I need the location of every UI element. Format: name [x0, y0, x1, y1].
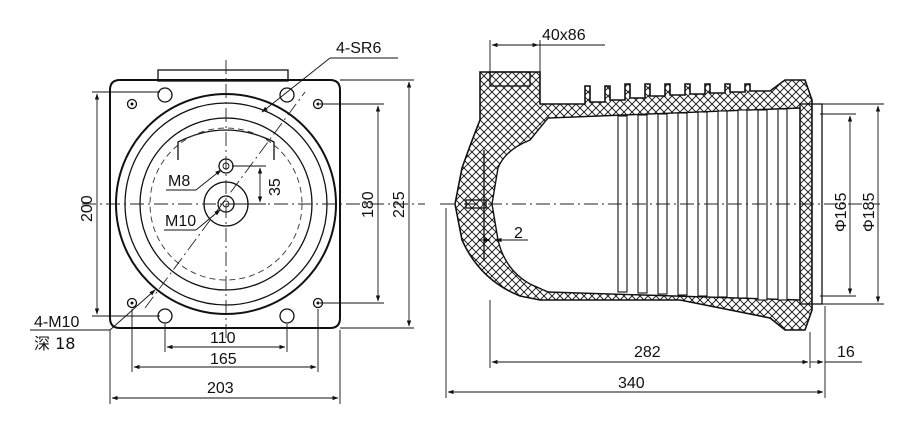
m10-hole-tl — [126, 98, 138, 110]
sr6-note: 4-SR6 — [336, 40, 381, 57]
top-recess — [177, 129, 275, 160]
top-boss — [489, 71, 531, 87]
dim-35-value: 35 — [267, 178, 284, 196]
sr6-hole-tr — [279, 87, 295, 103]
dim-203-value: 203 — [207, 380, 234, 397]
m10x4-note: 4-M10 — [34, 314, 79, 331]
dim-40x86-value: 40x86 — [542, 27, 586, 44]
dim-110-value: 110 — [210, 330, 236, 347]
sr6-hole-br — [279, 308, 295, 324]
dim-165-value: 165 — [210, 351, 237, 368]
m10-label: M10 — [165, 213, 196, 230]
front-diag-centerline — [144, 91, 306, 309]
dim-16-value: 16 — [837, 344, 855, 361]
m8-leader — [195, 169, 222, 191]
front-view: 4-SR6 M8 M10 35 4-M10 深 18 200 180 2 — [30, 40, 425, 404]
sr6-hole-bl — [157, 308, 173, 324]
dim-340-value: 340 — [618, 375, 645, 392]
dim-282-value: 282 — [634, 344, 661, 361]
depth-note: 深 18 — [34, 334, 75, 353]
sr6-leader — [261, 57, 331, 113]
m10-leader — [195, 209, 221, 231]
square-flange — [109, 79, 341, 329]
m8-label: M8 — [168, 173, 190, 190]
internal-ribs — [617, 108, 788, 301]
sr6-hole-tl — [157, 87, 173, 103]
m10-hole-bl — [126, 297, 138, 309]
dim-d185-value: Φ185 — [861, 192, 878, 232]
m10x4-leader — [109, 289, 156, 331]
dim-180-value: 180 — [360, 191, 377, 218]
dim-225-value: 225 — [391, 191, 408, 218]
side-view: 40x86 2 Φ165 Φ185 282 16 340 — [440, 27, 884, 398]
dim-2-value: 2 — [514, 225, 523, 242]
dim-d165-value: Φ165 — [833, 192, 850, 232]
dim-200-value: 200 — [79, 195, 96, 222]
